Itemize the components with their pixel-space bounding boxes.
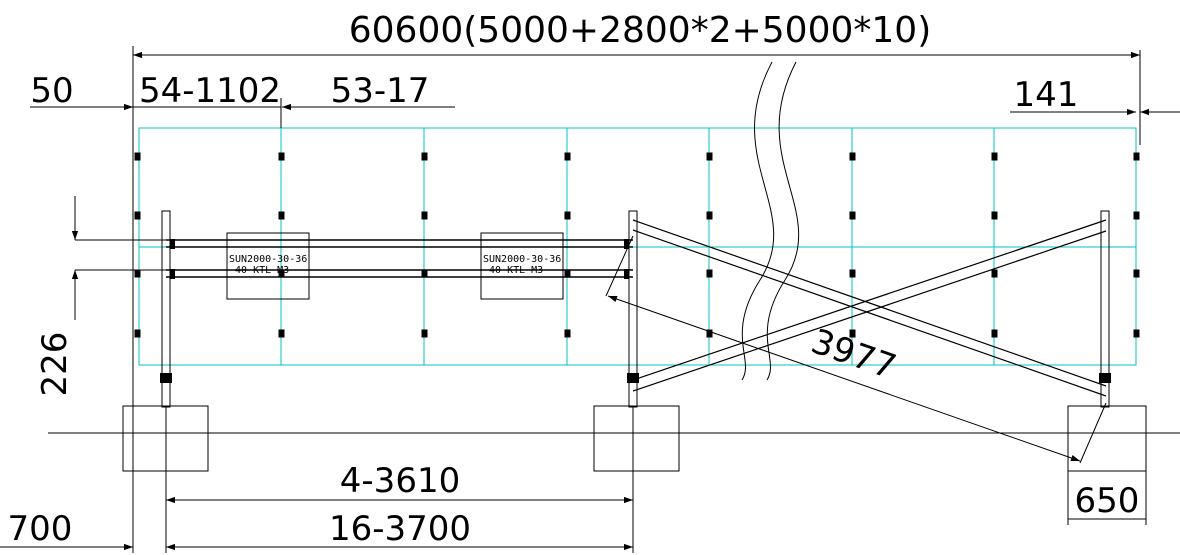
dim-overall: 60600(5000+2800*2+5000*10) (132, 10, 1141, 145)
left-offset-label: 50 (30, 71, 73, 111)
inverter-1-label-line2: -40-KTL-M3 (229, 265, 289, 276)
inverter-1: SUN2000-30-36 -40-KTL-M3 (226, 232, 310, 300)
dim-foundation: 650 (1067, 471, 1147, 525)
pier-spacing-b-label: 16-3700 (329, 509, 471, 549)
inverter-2-label-line1: SUN2000-30-36 (483, 254, 561, 265)
inverter-2: SUN2000-30-36 -40-KTL-M3 (480, 232, 564, 300)
height-label: 226 (35, 332, 75, 397)
foundation-width-label: 650 (1075, 481, 1140, 521)
horizontal-rails (166, 239, 633, 279)
dim-top-left: 50 54-1102 53-17 (30, 71, 455, 128)
dim-top-right: 141 (1010, 75, 1180, 116)
panel-spec-label: 54-1102 (139, 71, 281, 111)
dim-bottom: 4-3610 16-3700 700 (0, 145, 634, 553)
pier-spacing-a-label: 4-3610 (340, 461, 460, 501)
foundations (122, 405, 1147, 472)
panel-gap-label: 53-17 (331, 71, 430, 111)
dim-height: 226 (35, 196, 168, 396)
inverter-1-label-line1: SUN2000-30-36 (229, 254, 307, 265)
dim-diagonal: 3977 (605, 235, 1107, 464)
right-offset-label: 141 (1014, 75, 1079, 115)
break-lines (741, 61, 800, 381)
overall-dimension-label: 60600(5000+2800*2+5000*10) (349, 10, 932, 51)
left-edge-label: 700 (8, 509, 73, 549)
inverter-2-label-line2: -40-KTL-M3 (483, 265, 543, 276)
